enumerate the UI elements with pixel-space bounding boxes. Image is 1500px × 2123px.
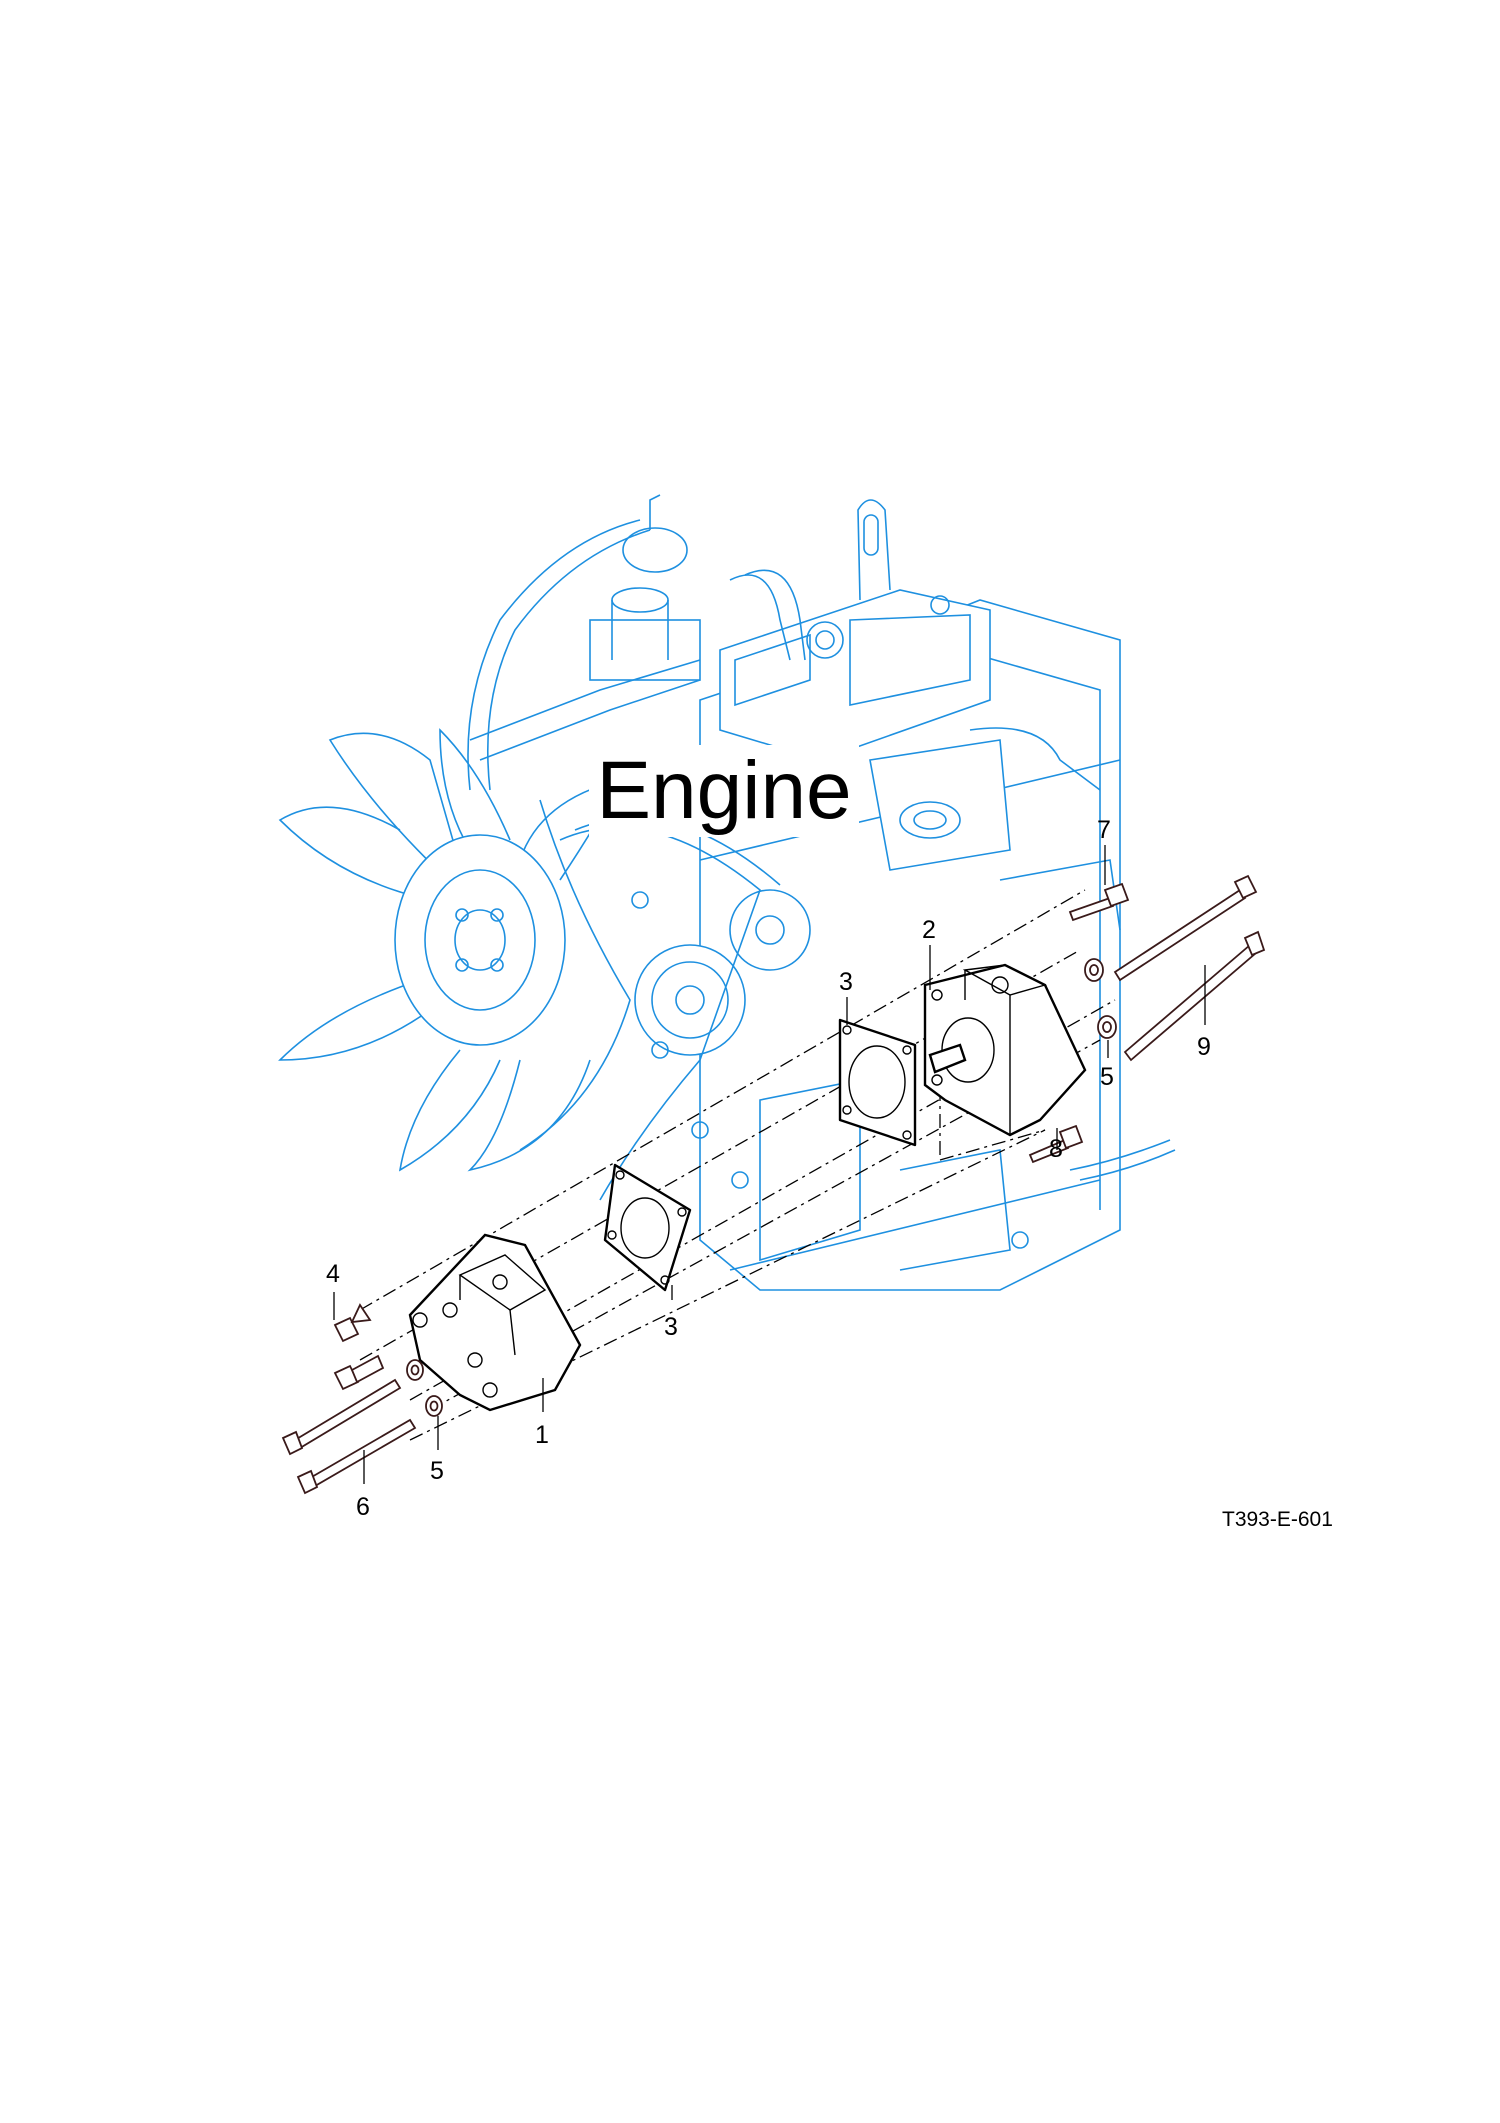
engine-label: Engine [589, 745, 859, 837]
fan-drawing [278, 728, 631, 1172]
gasket-upper [838, 1018, 917, 1147]
callout-7: 7 [1097, 816, 1111, 844]
bolts-and-washers [281, 874, 1266, 1495]
callout-4: 4 [326, 1260, 340, 1288]
drawing-code: T393-E-601 [1222, 1508, 1333, 1531]
leader-lines [333, 845, 1206, 1484]
pump-left [408, 1233, 582, 1412]
gasket-lower [603, 1163, 692, 1292]
callout-3a: 3 [839, 968, 853, 996]
callout-5b: 5 [1100, 1063, 1114, 1091]
callout-1: 1 [535, 1421, 549, 1449]
callout-8: 8 [1049, 1135, 1063, 1163]
callout-9: 9 [1197, 1033, 1211, 1061]
engine-drawing [467, 494, 1176, 1291]
callout-6: 6 [356, 1493, 370, 1521]
callout-2: 2 [922, 916, 936, 944]
callout-3b: 3 [664, 1313, 678, 1341]
callouts: 7 2 3 9 5 8 3 4 1 5 6 [326, 816, 1211, 1521]
pump-right [923, 963, 1087, 1137]
callout-5a: 5 [430, 1457, 444, 1485]
